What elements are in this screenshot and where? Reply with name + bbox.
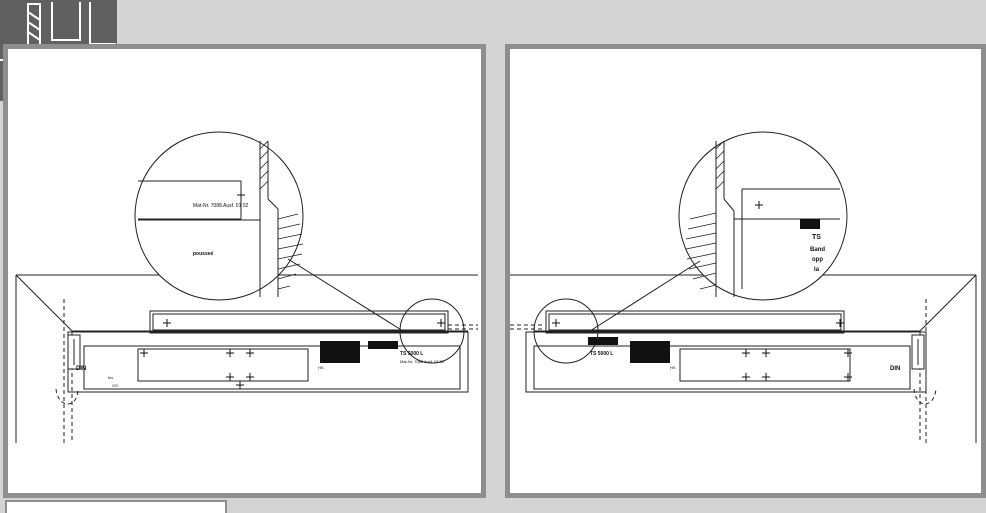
left-mounting-diagram: TS 5000 L Mat-Nr. 7088 Ausf. 01 02 DIN M…: [3, 44, 486, 498]
right-title-plate: TS 5000 L: [590, 351, 613, 357]
left-hs-label: HS: [318, 365, 324, 370]
left-zoom-word: pousseé: [193, 251, 214, 257]
left-small-text: bis: [108, 375, 113, 380]
right-zoom-word-3: la: [814, 267, 820, 273]
right-zoom-word-2: opp: [812, 257, 823, 263]
bottom-tab: [5, 500, 227, 513]
right-din-label: DIN: [890, 366, 900, 372]
right-hs-label: HS: [670, 365, 676, 370]
left-title-plate: TS 5000 L: [400, 351, 423, 357]
right-zoom-ts: TS: [812, 234, 821, 241]
left-diagram-drawing: TS 5000 L Mat-Nr. 7088 Ausf. 01 02 DIN M…: [15, 131, 478, 443]
left-part-number: Mat-Nr. 7088 Ausf. 01 02: [400, 359, 445, 364]
left-gs-label: GS: [112, 383, 118, 388]
right-diagram-drawing: TS 5000 L DIN TS Band opp la HS: [510, 131, 977, 443]
right-zoom-word-1: Band: [810, 247, 825, 253]
left-zoom-part: Mat-Nr. 7088 Ausf. 01 02: [193, 203, 249, 209]
left-din-label: DIN: [76, 366, 86, 372]
right-mounting-diagram: TS 5000 L DIN TS Band opp la HS: [505, 44, 986, 498]
